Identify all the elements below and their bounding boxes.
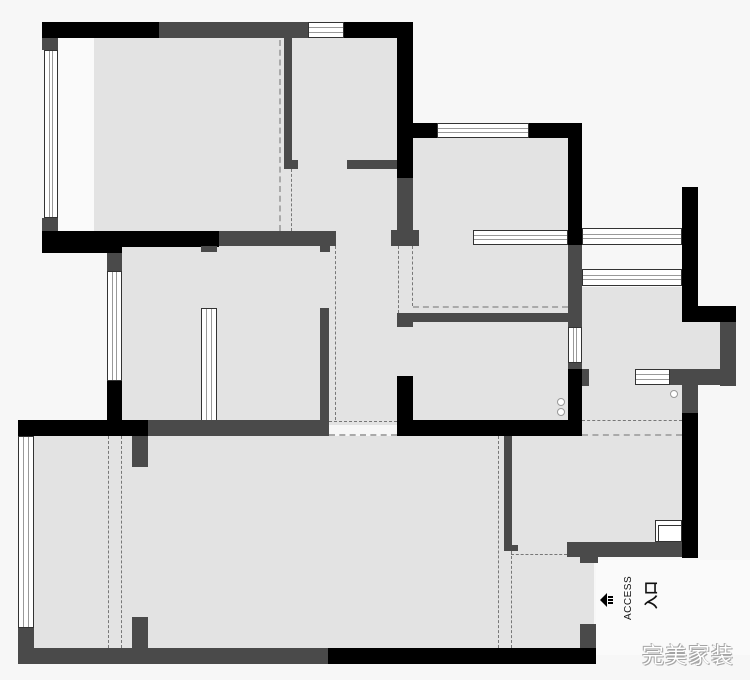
drain-circle	[670, 390, 678, 398]
wall-hall-column-cap	[391, 230, 419, 246]
wall-bathroom-bottom	[397, 420, 582, 436]
wall-bedroom-3-top-stub-2	[320, 246, 330, 252]
wall-hall-column	[397, 178, 413, 233]
drain-circle	[557, 398, 565, 406]
master-bedroom-bay	[58, 38, 94, 231]
wall-entrance-stub	[580, 624, 596, 648]
wall-living-stub-top	[132, 436, 148, 467]
wall-bedroom-2-right	[568, 123, 582, 245]
wall-bedroom-3-top-stub-1	[201, 246, 217, 252]
wall-master-bath-left-foot	[284, 160, 298, 169]
wall-bedroom-2-bottom-cap	[397, 313, 413, 327]
living-dining-floor	[34, 436, 594, 648]
window-bedroom-2-top	[437, 123, 529, 138]
wall-bedroom-2-top-left	[397, 123, 437, 138]
wall-top-left	[42, 22, 159, 38]
beam-line	[329, 434, 397, 436]
wall-living-bottom-left	[18, 648, 328, 664]
arrow-left-icon	[600, 593, 613, 607]
beam-line	[511, 551, 512, 648]
wall-bedroom-2-bottom	[397, 313, 582, 322]
wall-master-bedroom-left-cap-bottom	[42, 218, 58, 231]
entrance-label-en: ACCESS	[623, 575, 634, 620]
wall-master-bedroom-bottom-2	[42, 231, 122, 253]
foyer-cabinet-inner	[658, 525, 682, 542]
wall-bedroom-3-left-lower	[107, 381, 122, 423]
window-bedroom-2-balcony	[473, 230, 568, 245]
bedroom-3-floor	[122, 245, 322, 423]
wall-living-stub-bottom	[132, 617, 148, 648]
wall-foyer-bottom-step	[580, 549, 598, 563]
kitchen-nook-floor	[682, 322, 720, 370]
entrance-label-cn: 入口	[643, 581, 659, 609]
wall-kitchen-stub	[582, 369, 589, 386]
window-living-left	[18, 436, 34, 628]
wall-bedroom-3-top	[219, 231, 336, 246]
wall-living-left-cap	[18, 628, 34, 648]
wall-balcony-bottom-right	[682, 306, 736, 322]
beam-line	[582, 420, 682, 421]
window-master-bath-top	[308, 22, 344, 38]
window-kitchen	[635, 369, 670, 385]
beam-line	[279, 40, 281, 231]
wall-balcony-right	[682, 187, 698, 322]
wall-bedroom-2-right-lower	[568, 245, 582, 327]
master-bedroom-floor	[58, 38, 288, 233]
entrance-area	[596, 560, 750, 655]
beam-line	[511, 554, 567, 555]
wall-living-top-left	[18, 420, 148, 436]
window-balcony-lower	[582, 269, 682, 286]
beam-line	[291, 169, 292, 231]
beam-line	[335, 246, 336, 420]
beam-line	[329, 421, 397, 422]
wall-foyer-left	[504, 436, 512, 551]
beam-line	[108, 436, 109, 648]
wall-foyer-left-foot	[504, 545, 518, 551]
wall-master-bath-right	[397, 22, 413, 178]
wall-master-bath-left	[284, 38, 292, 162]
wall-bedroom-3-right	[320, 308, 329, 423]
wall-foyer-right	[682, 413, 698, 558]
window-balcony-upper	[582, 228, 682, 245]
wall-master-bath-bottom	[347, 160, 397, 169]
beam-line	[121, 436, 122, 648]
window-master-bedroom-left	[44, 50, 58, 218]
window-bedroom-3-left	[107, 271, 122, 381]
wall-bathroom-window-cap	[568, 363, 582, 369]
wall-bedroom-3-bottom	[148, 420, 329, 436]
master-bath-floor	[292, 38, 398, 160]
wall-kitchen-nook-bottom	[670, 369, 736, 385]
wall-top-right-master-bath	[344, 22, 413, 38]
wall-living-bottom-right	[328, 648, 596, 664]
wall-bedroom-3-left-cap	[107, 253, 122, 271]
drain-circle	[557, 408, 565, 416]
wall-top-mid	[159, 22, 308, 38]
wall-bathroom-right-lower	[568, 369, 582, 436]
kitchen-floor	[582, 287, 682, 437]
bathroom-floor	[413, 322, 568, 420]
beam-line	[413, 306, 568, 308]
window-bathroom-right	[568, 327, 582, 363]
beam-line	[582, 434, 682, 436]
window-bedroom-3-interior	[201, 308, 217, 421]
beam-line	[498, 436, 499, 648]
beam-line	[398, 246, 399, 313]
bedroom-2-floor	[413, 138, 568, 316]
watermark: 完美家装	[642, 643, 735, 668]
wall-master-bedroom-left-cap-top	[42, 38, 58, 50]
wall-foyer-right-upper	[682, 385, 698, 413]
beam-line	[412, 246, 413, 306]
